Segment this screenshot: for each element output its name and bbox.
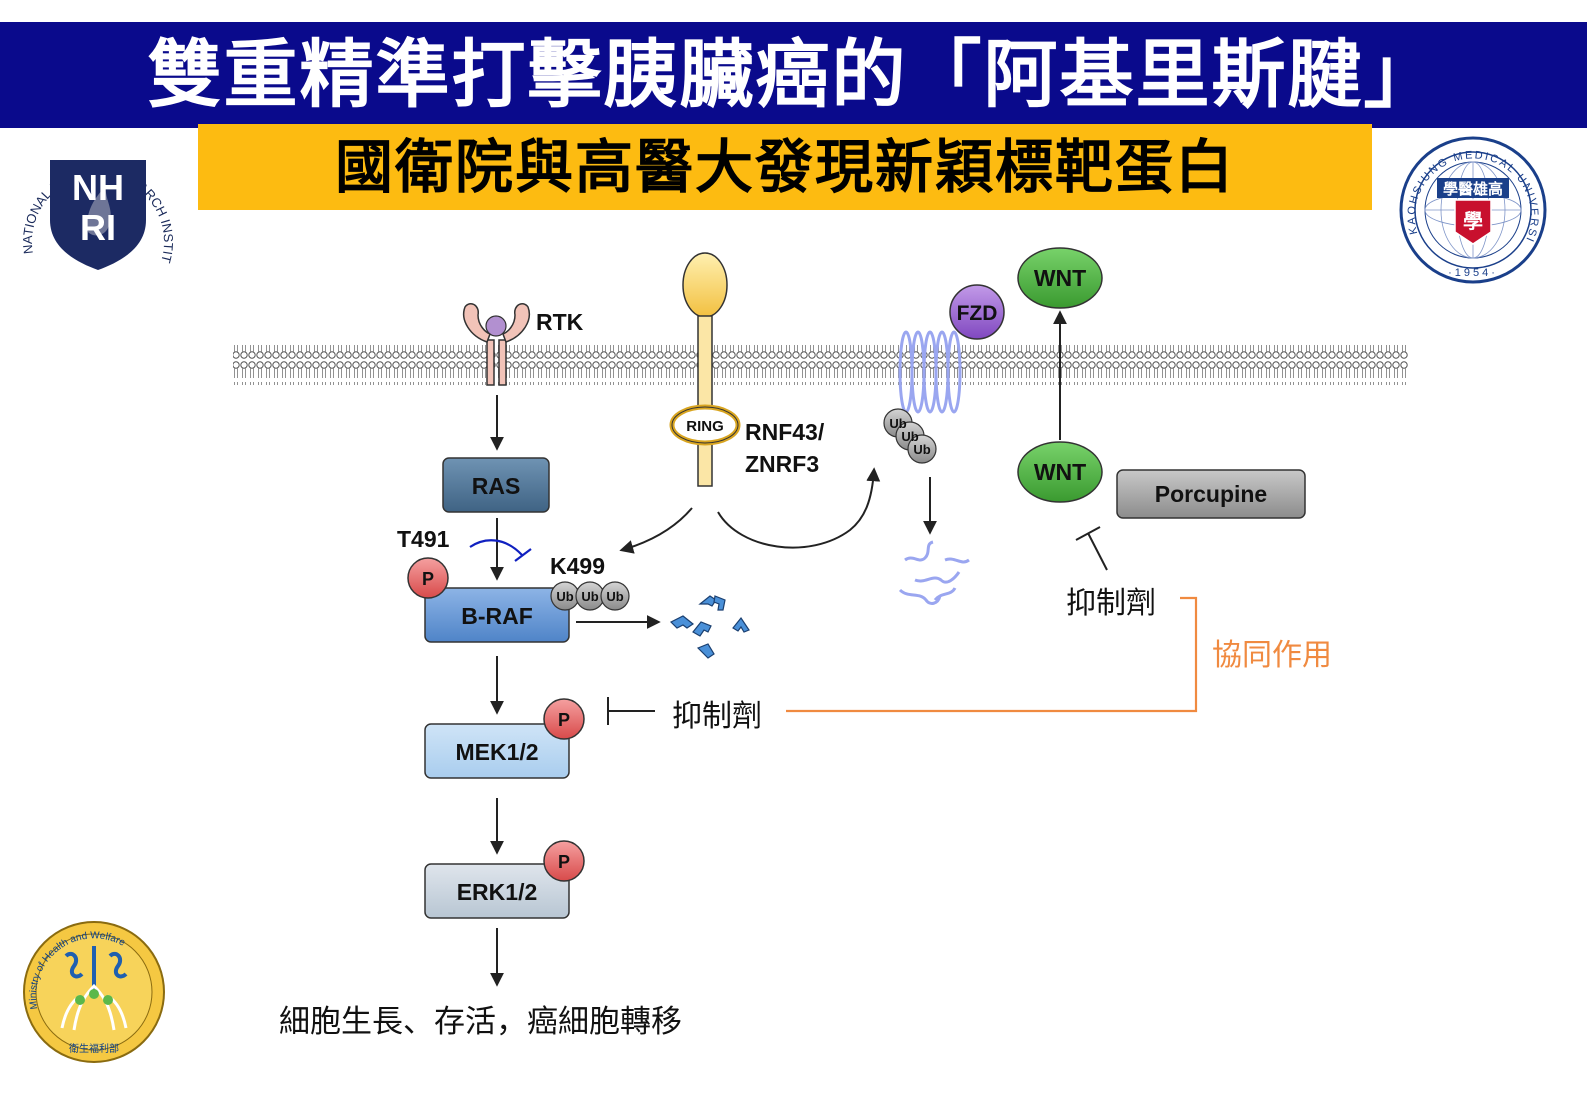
ub-label: Ub	[556, 589, 573, 604]
k499-label: K499	[550, 553, 605, 579]
fzd-receptor	[898, 330, 962, 414]
ub-label: Ub	[913, 442, 930, 457]
kmu-center-text: 學醫雄高	[1443, 180, 1503, 198]
mohw-logo: Ministry of Health and Welfare 衛生福利部	[23, 921, 165, 1063]
porcupine-label: Porcupine	[1155, 481, 1267, 507]
subtitle-banner: 國衛院與高醫大發現新穎標靶蛋白	[198, 124, 1372, 210]
rtk-label: RTK	[536, 309, 584, 335]
fzd-ubiquitin-chain: Ub Ub Ub	[883, 408, 937, 464]
mek-label: MEK1/2	[455, 739, 538, 765]
braf-box	[424, 587, 570, 643]
wnt-mid-ellipse	[1017, 441, 1103, 503]
synergy-label: 協同作用	[1212, 638, 1332, 673]
fzd-circle	[949, 284, 1005, 340]
fzd-label: FZD	[957, 302, 998, 325]
znrf3-label: ZNRF3	[745, 451, 819, 477]
synergy-bracket	[786, 596, 1198, 713]
ras-label: RAS	[472, 473, 521, 499]
rnf43-to-fzd-arrow	[717, 467, 881, 549]
t491-inhibition-bar	[514, 548, 532, 562]
erk-phospho-label: P	[558, 852, 570, 872]
braf-label: B-RAF	[461, 603, 533, 629]
page-title: 雙重精準打擊胰臟癌的「阿基里斯腱」	[147, 32, 1440, 118]
svg-text:KAOHSIUNG MEDICAL UNIVERSITY: KAOHSIUNG MEDICAL UNIVERSITY	[0, 0, 1540, 245]
erk-label: ERK1/2	[457, 879, 538, 905]
ras-box	[442, 457, 550, 513]
rtk-receptor	[463, 303, 530, 386]
nhri-logo: NATIONAL HEALTH RESEARCH INSTITUTES NH R…	[0, 0, 176, 270]
wnt-top-label: WNT	[1034, 265, 1086, 291]
porcupine-inhibition-line	[1075, 526, 1108, 571]
braf-phospho-circle	[407, 557, 449, 599]
nhri-monogram-bottom: RI	[80, 207, 116, 248]
kmu-badge-text: 學	[1463, 209, 1483, 233]
wnt-mid-label: WNT	[1034, 459, 1086, 485]
cell-membrane	[233, 345, 1408, 385]
title-banner: 雙重精準打擊胰臟癌的「阿基里斯腱」	[0, 22, 1587, 128]
t491-inhibition-line	[469, 539, 523, 556]
ub-label: Ub	[581, 589, 598, 604]
ub-label: Ub	[606, 589, 623, 604]
braf-phospho-label: P	[422, 569, 434, 589]
rnf43-label: RNF43/	[745, 419, 825, 445]
kmu-year: ·1954·	[1448, 267, 1498, 279]
mohw-bottom-text: 衛生福利部	[69, 1042, 119, 1055]
mek-inhibition-line	[607, 697, 655, 725]
fzd-degraded-fragments	[898, 540, 970, 605]
braf-degraded-fragments	[669, 595, 750, 659]
ub-label: Ub	[901, 429, 918, 444]
mek-box	[424, 723, 570, 779]
wnt-top-ellipse	[1017, 247, 1103, 309]
page-subtitle: 國衛院與高醫大發現新穎標靶蛋白	[334, 133, 1235, 201]
inhibitor-mek-label: 抑制劑	[672, 699, 762, 734]
braf-ubiquitin-chain: Ub Ub Ub	[550, 581, 630, 611]
rnf43-znrf3-receptor	[669, 252, 741, 487]
porcupine-box	[1116, 469, 1306, 519]
kmu-logo: KAOHSIUNG MEDICAL UNIVERSITY ·1954· 學醫雄高…	[0, 0, 1547, 284]
erk-phospho-circle	[543, 840, 585, 882]
kmu-ring-text: KAOHSIUNG MEDICAL UNIVERSITY	[0, 0, 1538, 245]
mek-phospho-circle	[543, 698, 585, 740]
erk-box	[424, 863, 570, 919]
inhibitor-porcupine-label: 抑制劑	[1066, 586, 1156, 621]
rnf43-to-braf-arrow	[619, 507, 693, 554]
ub-label: Ub	[889, 416, 906, 431]
outcome-label: 細胞生長、存活，癌細胞轉移	[279, 1004, 682, 1040]
mek-phospho-label: P	[558, 710, 570, 730]
t491-label: T491	[397, 526, 450, 552]
ring-domain-label: RING	[686, 418, 724, 435]
nhri-monogram-top: NH	[72, 167, 124, 208]
